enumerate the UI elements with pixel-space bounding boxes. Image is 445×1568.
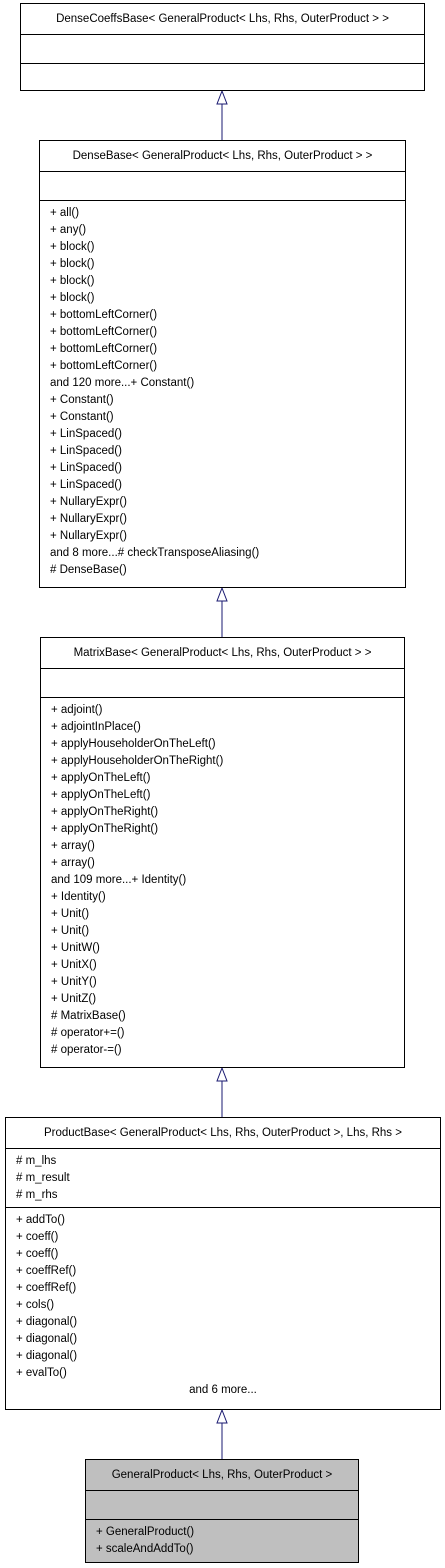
class-densecoeffsbase[interactable]: DenseCoeffsBase< GeneralProduct< Lhs, Rh…	[20, 3, 425, 91]
method-item[interactable]: + adjoint()	[51, 704, 103, 716]
method-item[interactable]: + scaleAndAddTo()	[96, 1543, 194, 1555]
class-matrixbase[interactable]: MatrixBase< GeneralProduct< Lhs, Rhs, Ou…	[40, 637, 405, 1068]
methods-section: + GeneralProduct() + scaleAndAddTo()	[86, 1520, 358, 1561]
method-item[interactable]: + UnitW()	[51, 942, 100, 954]
method-item[interactable]: and 8 more...# checkTransposeAliasing()	[50, 547, 260, 559]
method-item[interactable]: + NullaryExpr()	[50, 496, 128, 508]
method-item[interactable]: # operator+=()	[51, 1027, 125, 1039]
method-item[interactable]: + bottomLeftCorner()	[50, 309, 158, 321]
class-title: DenseBase< GeneralProduct< Lhs, Rhs, Out…	[40, 141, 405, 172]
attribute-item[interactable]: # m_rhs	[16, 1189, 58, 1201]
method-item[interactable]: # MatrixBase()	[51, 1010, 126, 1022]
method-item[interactable]: + Constant()	[50, 394, 114, 406]
method-item[interactable]: + block()	[50, 292, 95, 304]
method-item[interactable]: + GeneralProduct()	[96, 1526, 195, 1538]
edge-productbase-to-matrixbase	[216, 1066, 228, 1117]
method-item[interactable]: + cols()	[16, 1299, 55, 1311]
class-title: ProductBase< GeneralProduct< Lhs, Rhs, O…	[6, 1118, 440, 1149]
method-item[interactable]: and 109 more...+ Identity()	[51, 874, 187, 886]
methods-section: + all() + any() + block() + block() + block(…	[40, 201, 405, 582]
method-item[interactable]: + Unit()	[51, 908, 90, 920]
class-title: GeneralProduct< Lhs, Rhs, OuterProduct >	[86, 1460, 358, 1491]
method-item[interactable]: + Constant()	[50, 411, 114, 423]
attributes-section-empty	[21, 35, 424, 64]
edge-generalproduct-to-productbase	[216, 1408, 228, 1459]
method-item[interactable]: + diagonal()	[16, 1316, 78, 1328]
edge-densebase-to-densecoeffsbase	[216, 89, 228, 140]
method-item[interactable]: + array()	[51, 857, 95, 869]
method-item[interactable]: + coeff()	[16, 1248, 59, 1260]
method-item[interactable]: + applyHouseholderOnTheLeft()	[51, 738, 216, 750]
class-title: MatrixBase< GeneralProduct< Lhs, Rhs, Ou…	[41, 638, 404, 669]
more-members-link[interactable]: and 6 more...	[189, 1384, 257, 1396]
method-item[interactable]: + bottomLeftCorner()	[50, 343, 158, 355]
method-item[interactable]: and 120 more...+ Constant()	[50, 377, 195, 389]
method-item[interactable]: + applyOnTheLeft()	[51, 772, 151, 784]
method-item[interactable]: # operator-=()	[51, 1044, 122, 1056]
method-item[interactable]: + diagonal()	[16, 1333, 78, 1345]
methods-section: + adjoint() + adjointInPlace() + applyHous…	[41, 698, 404, 1062]
method-item[interactable]: + NullaryExpr()	[50, 513, 128, 525]
methods-section-empty	[21, 64, 424, 93]
method-item[interactable]: + adjointInPlace()	[51, 721, 141, 733]
method-item[interactable]: + LinSpaced()	[50, 462, 122, 474]
method-item[interactable]: + applyOnTheRight()	[51, 823, 159, 835]
method-item[interactable]: + block()	[50, 258, 95, 270]
attributes-section-empty	[86, 1491, 358, 1520]
method-item[interactable]: + bottomLeftCorner()	[50, 326, 158, 338]
method-item[interactable]: + any()	[50, 224, 87, 236]
method-item[interactable]: + UnitZ()	[51, 993, 97, 1005]
class-productbase[interactable]: ProductBase< GeneralProduct< Lhs, Rhs, O…	[5, 1117, 441, 1410]
method-item[interactable]: # DenseBase()	[50, 564, 127, 576]
edge-matrixbase-to-densebase	[216, 586, 228, 637]
method-item[interactable]: + UnitY()	[51, 976, 97, 988]
method-item[interactable]: + coeff()	[16, 1231, 59, 1243]
method-item[interactable]: + applyHouseholderOnTheRight()	[51, 755, 224, 767]
method-item[interactable]: + evalTo()	[16, 1367, 67, 1379]
attributes-section-empty	[41, 669, 404, 698]
method-item[interactable]: + coeffRef()	[16, 1282, 77, 1294]
method-item[interactable]: + LinSpaced()	[50, 428, 122, 440]
method-item[interactable]: + applyOnTheRight()	[51, 806, 159, 818]
method-item[interactable]: + LinSpaced()	[50, 445, 122, 457]
attribute-item[interactable]: # m_lhs	[16, 1155, 57, 1167]
attribute-item[interactable]: # m_result	[16, 1172, 70, 1184]
method-item[interactable]: + bottomLeftCorner()	[50, 360, 158, 372]
method-item[interactable]: + coeffRef()	[16, 1265, 77, 1277]
method-item[interactable]: + array()	[51, 840, 95, 852]
attributes-section: # m_lhs # m_result # m_rhs	[6, 1149, 440, 1208]
method-item[interactable]: + diagonal()	[16, 1350, 78, 1362]
method-item[interactable]: + block()	[50, 241, 95, 253]
class-densebase[interactable]: DenseBase< GeneralProduct< Lhs, Rhs, Out…	[39, 140, 406, 588]
class-title: DenseCoeffsBase< GeneralProduct< Lhs, Rh…	[21, 4, 424, 35]
class-generalproduct[interactable]: GeneralProduct< Lhs, Rhs, OuterProduct >…	[85, 1459, 359, 1563]
methods-section: + addTo() + coeff() + coeff() + coeffRef() +…	[6, 1208, 440, 1402]
attributes-section-empty	[40, 172, 405, 201]
method-item[interactable]: + NullaryExpr()	[50, 530, 128, 542]
method-item[interactable]: + Unit()	[51, 925, 90, 937]
method-item[interactable]: + block()	[50, 275, 95, 287]
method-item[interactable]: + all()	[50, 207, 80, 219]
method-item[interactable]: + addTo()	[16, 1214, 65, 1226]
method-item[interactable]: + LinSpaced()	[50, 479, 122, 491]
method-item[interactable]: + UnitX()	[51, 959, 97, 971]
method-item[interactable]: + applyOnTheLeft()	[51, 789, 151, 801]
method-item[interactable]: + Identity()	[51, 891, 106, 903]
